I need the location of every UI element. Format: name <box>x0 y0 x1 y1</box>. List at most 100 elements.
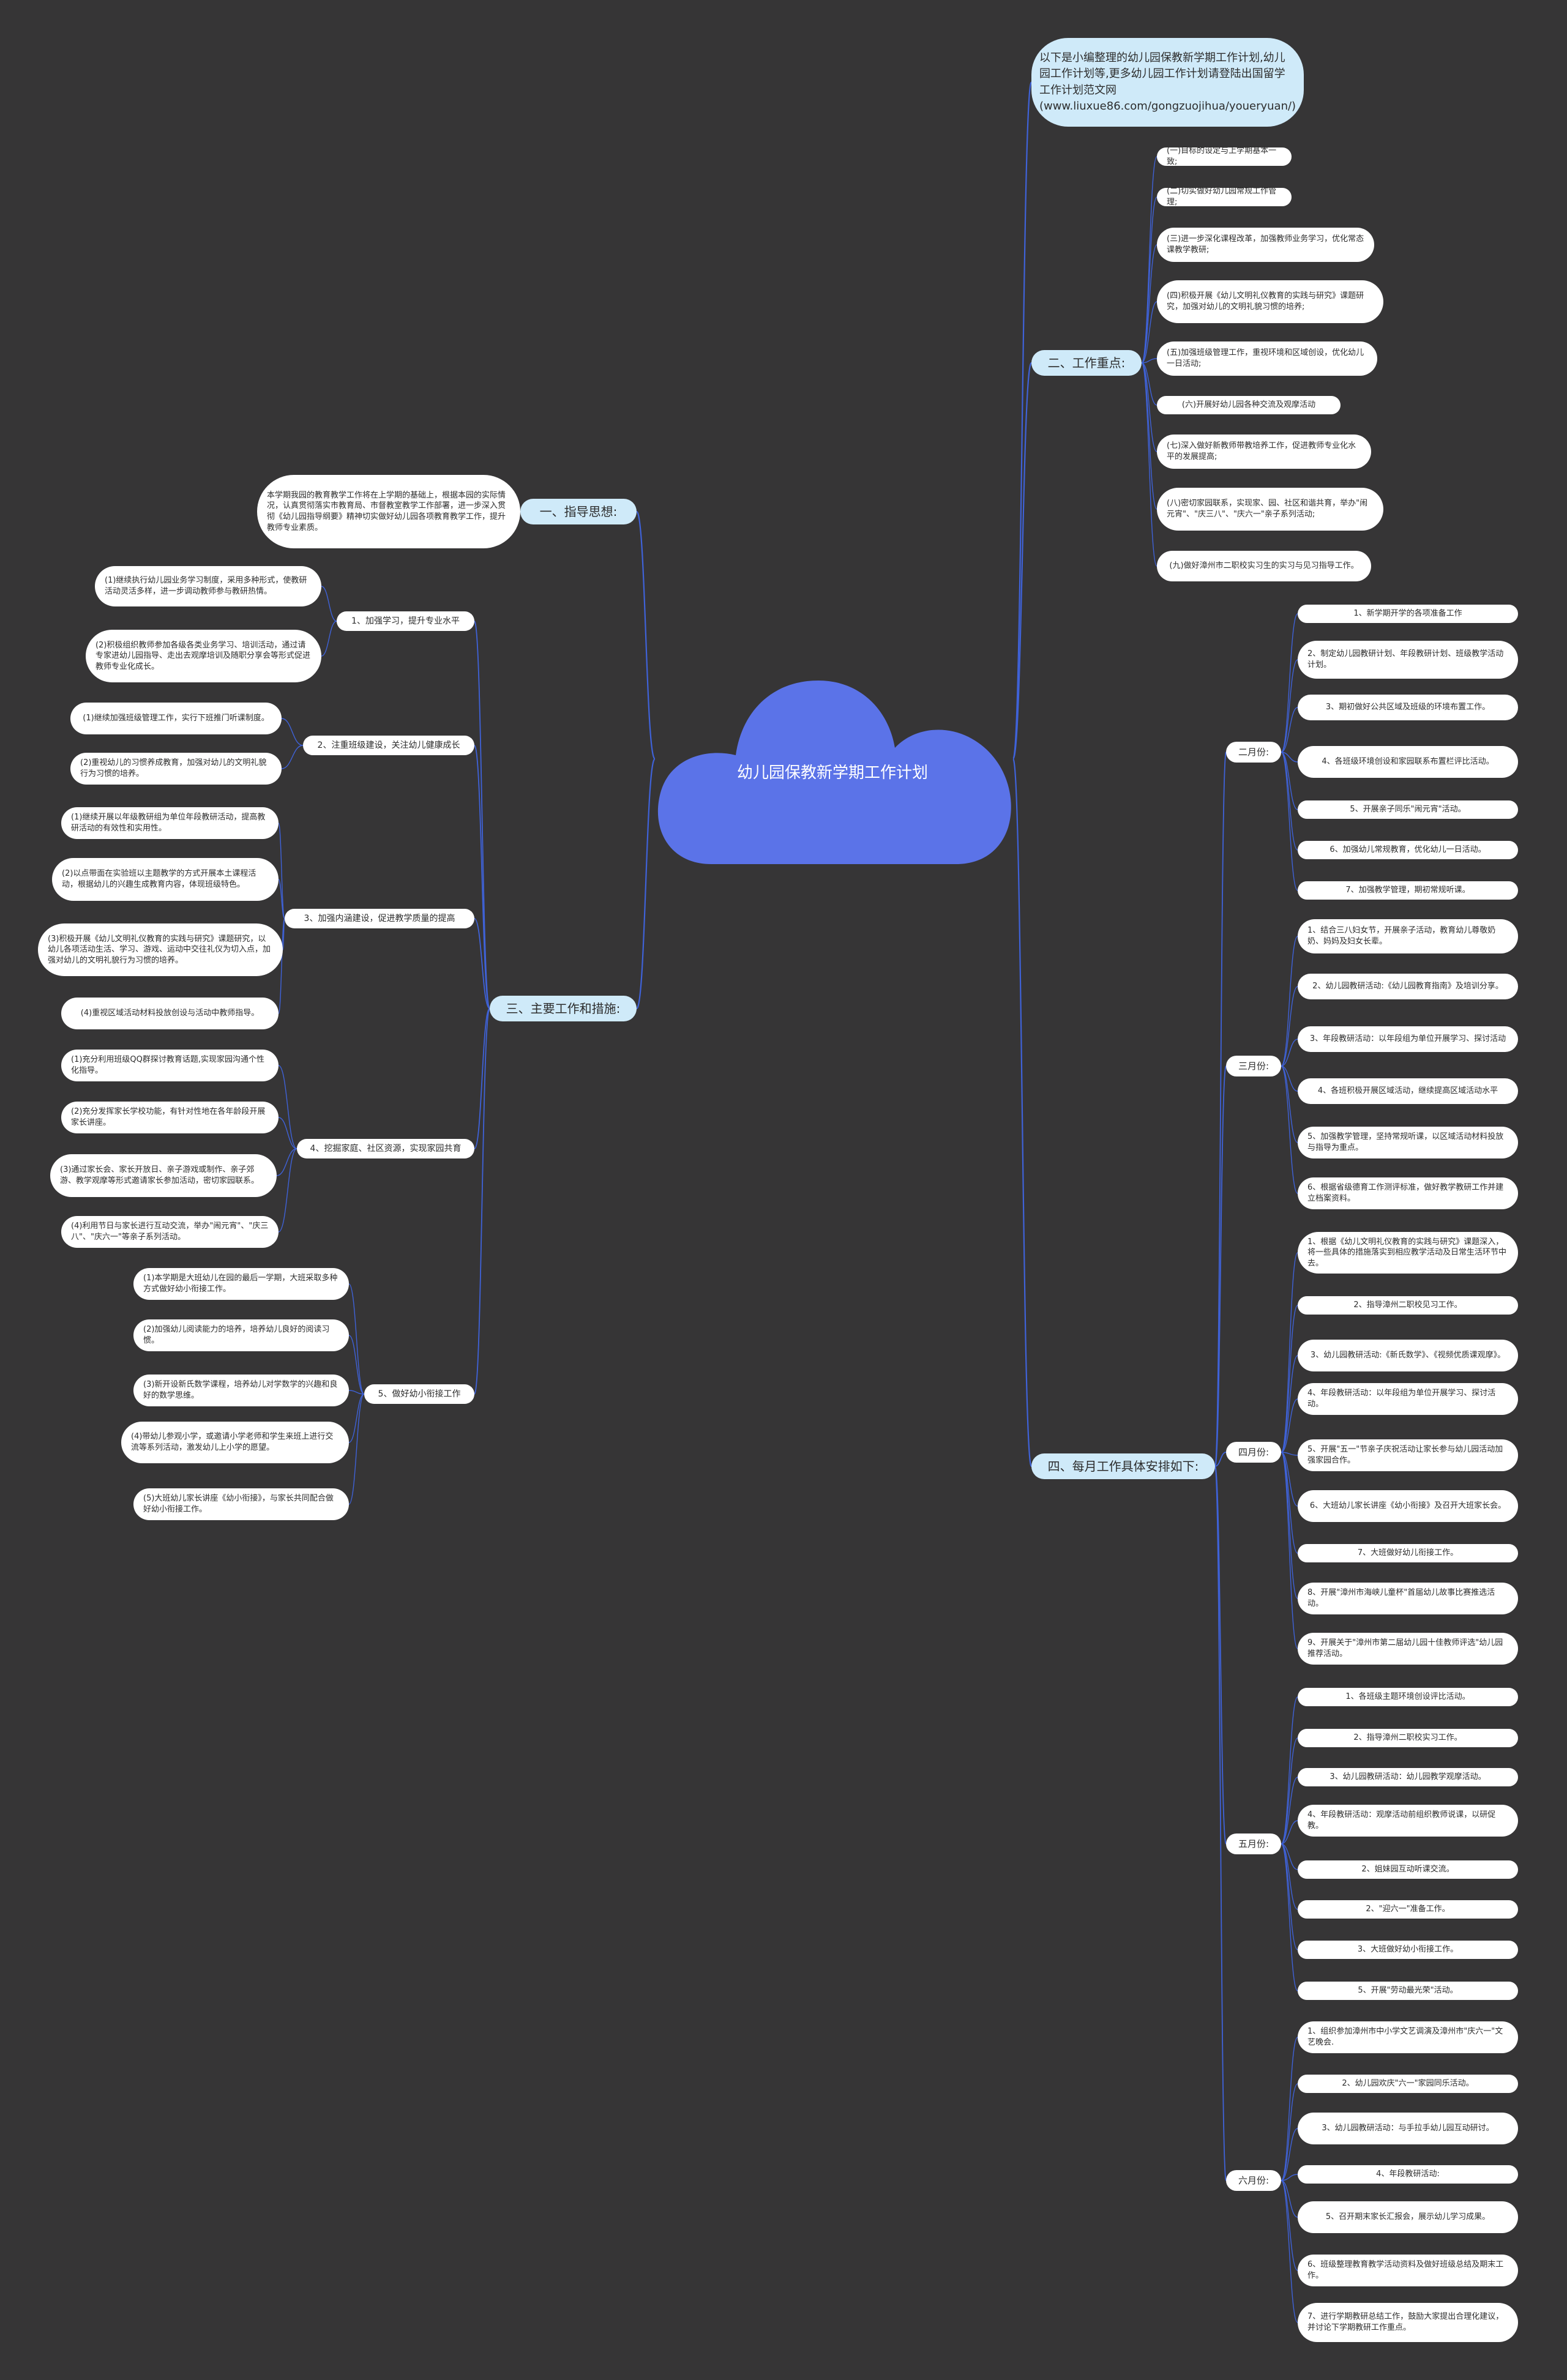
connector-line <box>1012 81 1033 760</box>
month-task[interactable]: 1、新学期开学的各项准备工作 <box>1298 605 1518 623</box>
focus-item[interactable]: (一)目标的设定与上学期基本一致; <box>1157 146 1292 166</box>
measure-group[interactable]: 4、挖掘家庭、社区资源，实现家园共育 <box>297 1139 474 1158</box>
connector-line <box>1214 1466 1227 1845</box>
month-task[interactable]: 5、加强教学管理，坚持常规听课，以区域活动材料投放与指导为重点。 <box>1298 1127 1518 1158</box>
measure-group[interactable]: 5、做好幼小衔接工作 <box>364 1384 474 1404</box>
month-task[interactable]: 3、大班做好幼小衔接工作。 <box>1298 1941 1518 1959</box>
measure-group[interactable]: 3、加强内涵建设，促进教学质量的提高 <box>285 909 474 928</box>
measure-item[interactable]: (3)积极开展《幼儿文明礼仪教育的实践与研究》课题研究，以幼儿各项活动生活、学习… <box>38 923 283 976</box>
focus-item[interactable]: (七)深入做好新教师带教培养工作，促进教师专业化水平的发展提高; <box>1157 435 1371 469</box>
connector-line <box>1281 1065 1298 1143</box>
measure-item[interactable]: (2)加强幼儿阅读能力的培养，培养幼儿良好的阅读习惯。 <box>133 1319 349 1351</box>
connector-line <box>1141 196 1157 364</box>
measure-item[interactable]: (3)通过家长会、家长开放日、亲子游戏或制作、亲子郊游、教学观摩等形式邀请家长参… <box>50 1154 277 1197</box>
measure-item[interactable]: (1)本学期是大班幼儿在园的最后一学期，大班采取多种方式做好幼小衔接工作。 <box>133 1268 349 1300</box>
month-task[interactable]: 2、制定幼儿园教研计划、年段教研计划、班级教学活动计划。 <box>1298 641 1518 679</box>
month-task[interactable]: 1、根据《幼儿文明礼仪教育的实践与研究》课题深入，将一些具体的措施落实到相应教学… <box>1298 1232 1518 1274</box>
month-node[interactable]: 四月份: <box>1226 1442 1281 1463</box>
connector-line <box>1281 2128 1298 2181</box>
measure-item[interactable]: (2)积极组织教师参加各级各类业务学习、培训活动，通过请专家进幼儿园指导、走出去… <box>86 630 321 682</box>
connector-line <box>1281 936 1298 1067</box>
focus-item[interactable]: (五)加强班级管理工作，重视环境和区域创设，优化幼儿一日活动; <box>1157 341 1377 376</box>
month-task[interactable]: 3、幼儿园教研活动:《新氏数学》、《视频优质课观摩》。 <box>1298 1340 1518 1371</box>
measure-group[interactable]: 1、加强学习，提升专业水平 <box>337 611 474 631</box>
measure-item[interactable]: (3)新开设新氏数学课程，培养幼儿对学数学的兴趣和良好的数学思维。 <box>133 1375 349 1406</box>
month-task[interactable]: 5、开展"劳动最光荣"活动。 <box>1298 1982 1518 2000</box>
month-task[interactable]: 1、结合三八妇女节，开展亲子活动，教育幼儿尊敬奶奶、妈妈及妇女长辈。 <box>1298 919 1518 953</box>
central-topic[interactable]: 幼儿园保教新学期工作计划 <box>736 764 928 782</box>
month-task[interactable]: 2、幼儿园欢庆"六一"家园同乐活动。 <box>1298 2075 1518 2093</box>
focus-item[interactable]: (三)进一步深化课程改革，加强教师业务学习，优化常态课教学教研; <box>1157 228 1374 262</box>
focus-item[interactable]: (二)切实做好幼儿园常规工作管理; <box>1157 187 1292 207</box>
month-task[interactable]: 6、加强幼儿常规教育，优化幼儿一日活动。 <box>1298 841 1518 859</box>
month-task[interactable]: 6、大班幼儿家长讲座《幼小衔接》及召开大班家长会。 <box>1298 1490 1518 1522</box>
month-task[interactable]: 5、开展亲子同乐"闹元宵"活动。 <box>1298 800 1518 819</box>
month-task[interactable]: 7、加强教学管理，期初常规听课。 <box>1298 881 1518 900</box>
month-task[interactable]: 1、组织参加漳州市中小学文艺调演及漳州市"庆六一"文艺晚会. <box>1298 2021 1518 2053</box>
measure-group[interactable]: 2、注重班级建设，关注幼儿健康成长 <box>303 736 474 755</box>
month-task[interactable]: 2、指导漳州二职校实习工作。 <box>1298 1729 1518 1747</box>
month-node[interactable]: 二月份: <box>1226 742 1281 763</box>
measure-item[interactable]: (4)带幼儿参观小学，或邀请小学老师和学生来班上进行交流等系列活动，激发幼儿上小… <box>121 1422 349 1463</box>
measure-item[interactable]: (2)充分发挥家长学校功能，有针对性地在各年龄段开展家长讲座。 <box>61 1102 279 1133</box>
month-task-text: 6、加强幼儿常规教育，优化幼儿一日活动。 <box>1330 845 1486 855</box>
branch-main-measures[interactable]: 三、主要工作和措施: <box>490 996 637 1021</box>
month-task[interactable]: 5、召开期末家长汇报会，展示幼儿学习成果。 <box>1298 2201 1518 2233</box>
measure-item-text: (3)通过家长会、家长开放日、亲子游戏或制作、亲子郊游、教学观摩等形式邀请家长参… <box>60 1165 260 1185</box>
month-task[interactable]: 4、各班积极开展区域活动，继续提高区域活动水平 <box>1298 1078 1518 1104</box>
measure-item[interactable]: (4)重视区域活动材料投放创设与活动中教师指导。 <box>61 998 279 1029</box>
month-task[interactable]: 4、各班级环境创设和家园联系布置栏评比活动。 <box>1298 746 1518 778</box>
month-task[interactable]: 7、进行学期教研总结工作，鼓励大家提出合理化建议，并讨论下学期教研工作重点。 <box>1298 2303 1518 2342</box>
month-node[interactable]: 五月份: <box>1226 1833 1281 1854</box>
month-task-text: 5、开展"劳动最光荣"活动。 <box>1358 1986 1458 1996</box>
month-task[interactable]: 4、年段教研活动：以年段组为单位开展学习、探讨活动。 <box>1298 1383 1518 1415</box>
month-task-text: 3、年段教研活动：以年段组为单位开展学习、探讨活动 <box>1309 1034 1506 1044</box>
measure-item[interactable]: (1)继续加强班级管理工作，实行下班推门听课制度。 <box>70 703 282 734</box>
measure-item-text: (4)带幼儿参观小学，或邀请小学老师和学生来班上进行交流等系列活动，激发幼儿上小… <box>131 1432 334 1452</box>
month-task-text: 4、年段教研活动：观摩活动前组织教师说课，以研促教。 <box>1307 1810 1496 1830</box>
month-task[interactable]: 9、开展关于"漳州市第二届幼儿园十佳教师评选"幼儿园推荐活动。 <box>1298 1633 1518 1665</box>
month-task[interactable]: 4、年段教研活动: <box>1298 2165 1518 2184</box>
intro-note[interactable]: 以下是小编整理的幼儿园保教新学期工作计划,幼儿园工作计划等,更多幼儿园工作计划请… <box>1031 38 1304 127</box>
measure-item[interactable]: (2)重视幼儿的习惯养成教育，加强对幼儿的文明礼貌行为习惯的培养。 <box>70 753 282 785</box>
measure-item[interactable]: (2)以点带面在实验班以主题教学的方式开展本土课程活动，根据幼儿的兴趣生成教育内… <box>52 858 279 901</box>
month-task[interactable]: 5、开展"五一"节亲子庆祝活动让家长参与幼儿园活动加强家园合作。 <box>1298 1439 1518 1471</box>
connector-line <box>281 745 304 769</box>
measure-item[interactable]: (1)继续执行幼儿园业务学习制度，采用多种形式，使教研活动灵活多样，进一步调动教… <box>95 566 321 606</box>
month-task[interactable]: 2、幼儿园教研活动:《幼儿园教育指南》及培训分享。 <box>1298 974 1518 999</box>
month-task[interactable]: 3、幼儿园教研活动：幼儿园教学观摩活动。 <box>1298 1768 1518 1786</box>
measure-item[interactable]: (1)继续开展以年级教研组为单位年段教研活动，提高教研活动的有效性和实用性。 <box>61 807 279 839</box>
guiding-text[interactable]: 本学期我园的教育教学工作将在上学期的基础上，根据本园的实际情况，认真贯彻落实市教… <box>257 475 520 548</box>
month-task[interactable]: 3、期初做好公共区域及班级的环境布置工作。 <box>1298 695 1518 720</box>
month-task[interactable]: 6、班级整理教育教学活动资料及做好班级总结及期末工作。 <box>1298 2255 1518 2286</box>
branch-guiding-thought[interactable]: 一、指导思想: <box>520 499 637 524</box>
month-task[interactable]: 3、年段教研活动：以年段组为单位开展学习、探讨活动 <box>1298 1026 1518 1052</box>
month-task[interactable]: 2、姐妹园互动听课交流。 <box>1298 1860 1518 1879</box>
measure-item[interactable]: (1)充分利用班级QQ群探讨教育话题,实现家园沟通个性化指导。 <box>61 1050 279 1081</box>
measure-item[interactable]: (4)利用节日与家长进行互动交流，举办"闹元宵"、"庆三八"、"庆六一"等亲子系… <box>61 1216 279 1248</box>
month-task-text: 6、根据省级德育工作测评标准，做好教学教研工作并建立档案资料。 <box>1307 1183 1504 1203</box>
connector-line <box>278 879 285 919</box>
month-node[interactable]: 六月份: <box>1226 2170 1281 2191</box>
month-task-text: 2、指导漳州二职校实习工作。 <box>1353 1733 1462 1743</box>
month-task[interactable]: 4、年段教研活动：观摩活动前组织教师说课，以研促教。 <box>1298 1805 1518 1837</box>
connector-line <box>1281 1452 1298 1599</box>
month-task[interactable]: 2、"迎六一"准备工作。 <box>1298 1900 1518 1919</box>
measure-item-text: (3)积极开展《幼儿文明礼仪教育的实践与研究》课题研究，以幼儿各项活动生活、学习… <box>48 934 271 965</box>
month-task[interactable]: 7、大班做好幼儿衔接工作。 <box>1298 1544 1518 1562</box>
month-task[interactable]: 1、各班级主题环境创设评比活动。 <box>1298 1688 1518 1706</box>
branch-work-focus[interactable]: 二、工作重点: <box>1031 350 1142 376</box>
month-task[interactable]: 2、指导漳州二职校见习工作。 <box>1298 1296 1518 1315</box>
month-node[interactable]: 三月份: <box>1226 1056 1281 1076</box>
focus-item[interactable]: (四)积极开展《幼儿文明礼仪教育的实践与研究》课题研究，加强对幼儿的文明礼貌习惯… <box>1157 280 1383 323</box>
month-task[interactable]: 3、幼儿园教研活动：与手拉手幼儿园互动研讨。 <box>1298 2113 1518 2144</box>
intro-note-text: 以下是小编整理的幼儿园保教新学期工作计划,幼儿园工作计划等,更多幼儿园工作计划请… <box>1039 51 1296 113</box>
focus-item[interactable]: (八)密切家园联系，实现家、园、社区和谐共育，举办"闹元宵"、"庆三八"、"庆六… <box>1157 488 1383 531</box>
connector-line <box>1281 986 1298 1067</box>
month-task[interactable]: 8、开展"漳州市海峡儿童杯"首届幼儿故事比赛推选活动。 <box>1298 1583 1518 1614</box>
branch-monthly-plan[interactable]: 四、每月工作具体安排如下: <box>1031 1453 1215 1479</box>
focus-item[interactable]: (六)开展好幼儿园各种交流及观摩活动 <box>1157 396 1341 414</box>
focus-item[interactable]: (九)做好漳州市二职校实习生的实习与见习指导工作。 <box>1157 551 1371 581</box>
month-task[interactable]: 6、根据省级德育工作测评标准，做好教学教研工作并建立档案资料。 <box>1298 1177 1518 1209</box>
measure-item[interactable]: (5)大班幼儿家长讲座《幼小衔接》，与家长共同配合做好幼小衔接工作。 <box>133 1488 349 1520</box>
